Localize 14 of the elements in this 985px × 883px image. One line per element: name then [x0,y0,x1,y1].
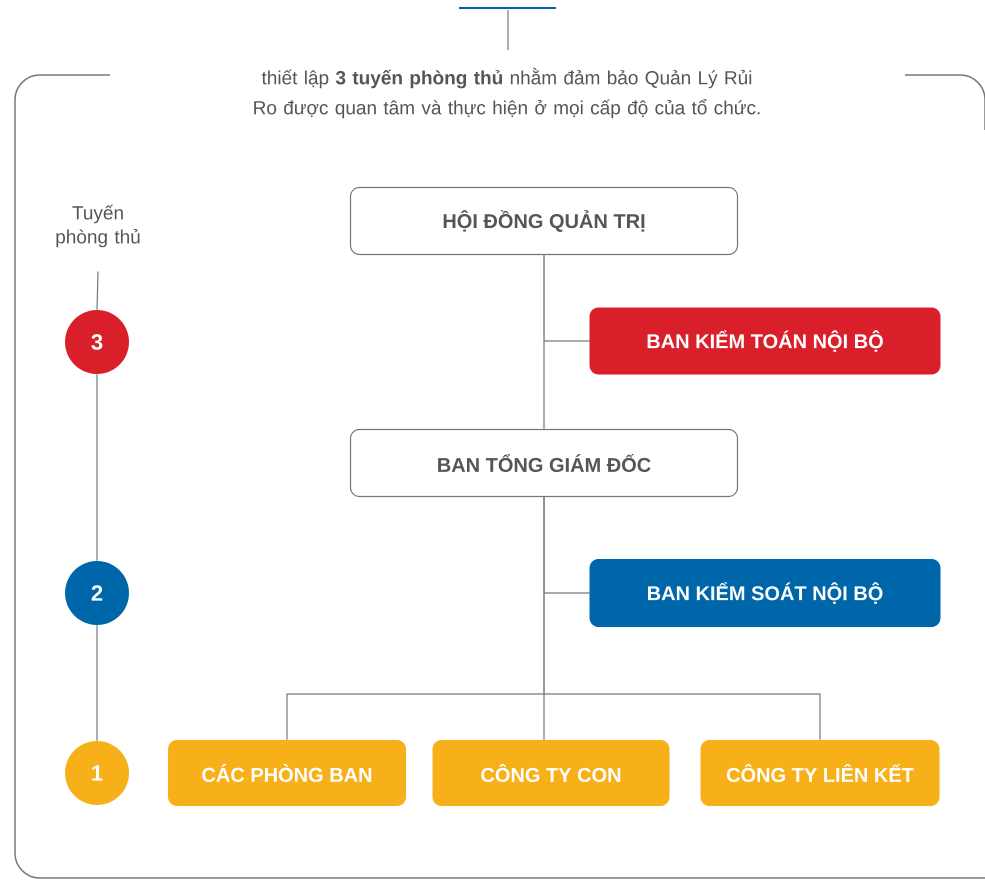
connector-line [96,374,98,561]
connector-line [543,255,590,342]
connector-line [96,271,99,310]
org-box: BAN KIỂM TOÁN NỘI BỘ [590,308,940,374]
side-heading: Tuyến phòng thủ [56,204,140,248]
intro-text: thiết lập 3 tuyến phòng thủ nhằm đảm bảo Quản Lý Rủi Ro được quan tâm và thực hiện ở mọi cấp độ của tổ chức. [254,68,760,118]
connector-line [543,497,821,740]
org-box: CÁC PHÒNG BAN [168,740,406,806]
org-box: BAN KIỂM SOÁT NỘI BỘ [590,559,940,627]
connector-line [96,625,98,741]
org-box: CÔNG TY CON [432,740,670,806]
org-box: HỘI ĐỒNG QUẢN TRỊ [350,186,738,256]
org-box: CÔNG TY LIÊN KẾT [700,740,940,806]
org-box: BAN TỔNG GIÁM ĐỐC [350,428,738,498]
